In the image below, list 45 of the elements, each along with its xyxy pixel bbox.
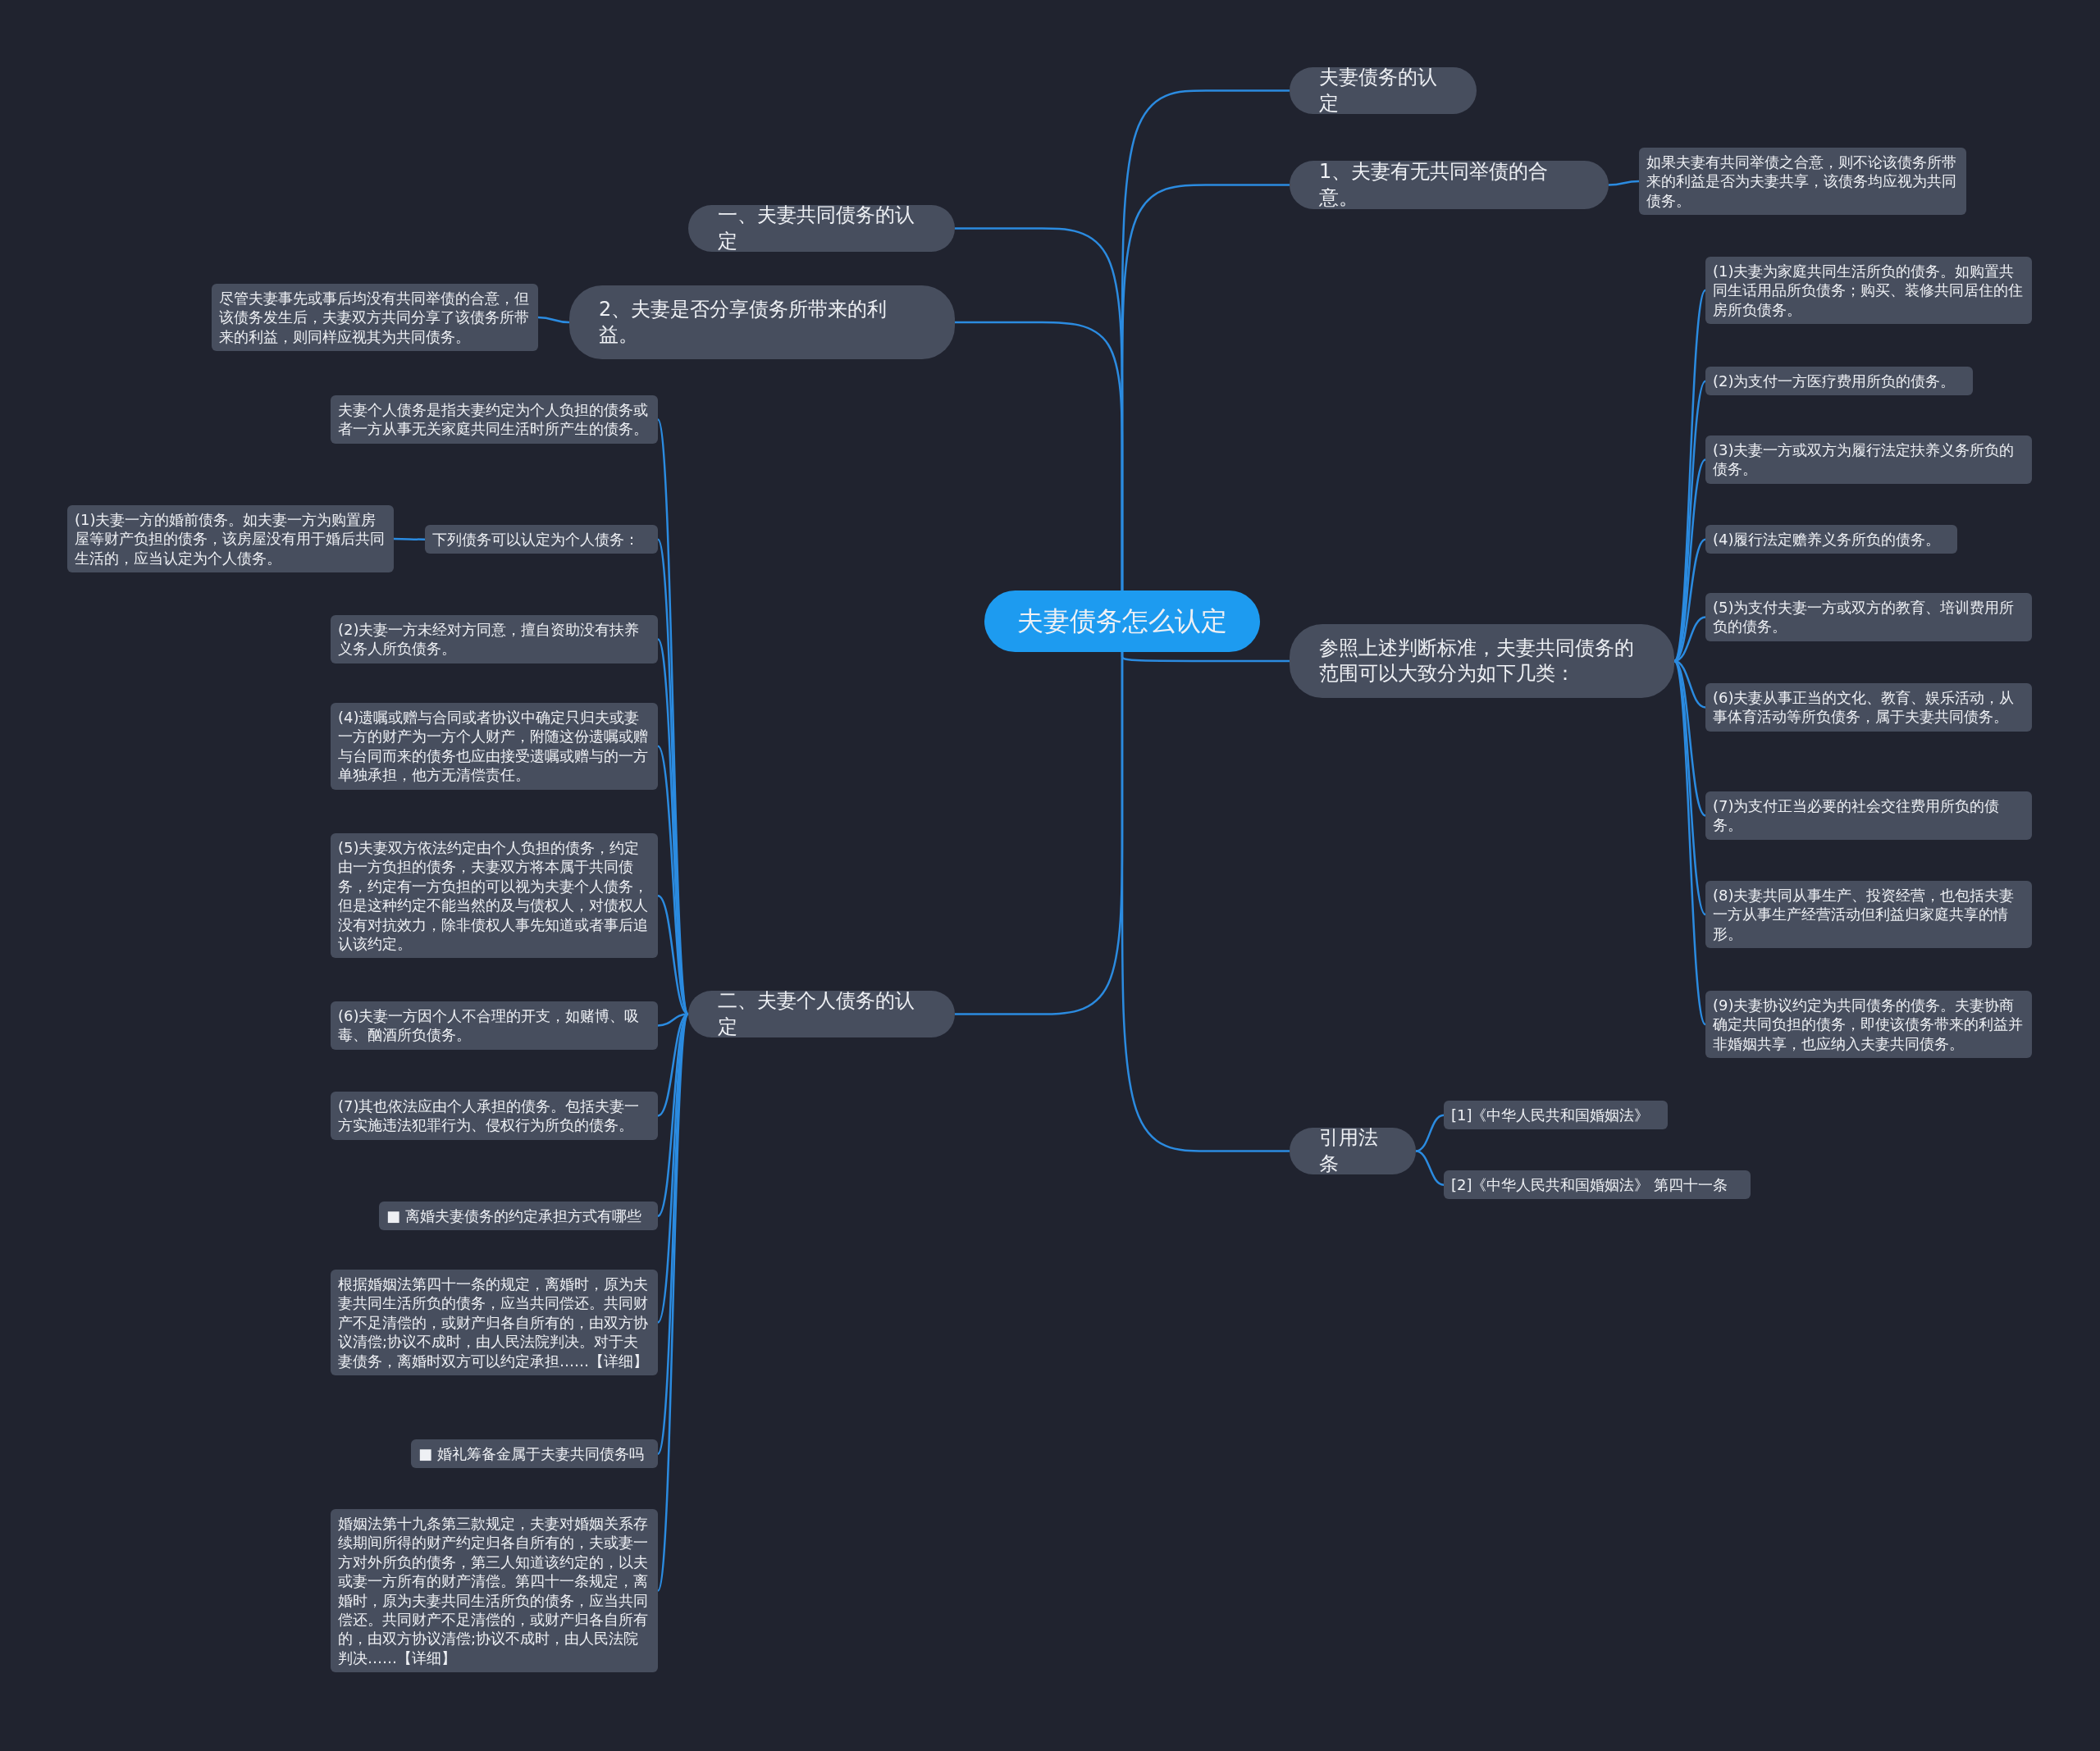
central-topic: 夫妻债务怎么认定 — [984, 591, 1260, 652]
note-box: [2]《中华人民共和国婚姻法》 第四十一条 — [1444, 1170, 1751, 1200]
note-box: ■ 婚礼筹备金属于夫妻共同债务吗 — [411, 1439, 658, 1469]
connector-line — [955, 321, 1124, 591]
connector-line — [1673, 660, 1706, 915]
connector-line — [1608, 180, 1640, 186]
note-box: (2)夫妻一方未经对方同意，擅自资助没有扶养义务人所负债务。 — [331, 615, 658, 663]
topic-node: 二、夫妻个人债务的认定 — [688, 991, 955, 1037]
connector-line — [656, 539, 690, 1015]
note-box: (1)夫妻一方的婚前债务。如夫妻一方为购置房屋等财产负担的债务，该房屋没有用于婚后共同生活的，应当认定为个人债务。 — [67, 505, 394, 573]
connector-line — [394, 537, 425, 540]
connector-line — [656, 1014, 690, 1591]
note-box: (8)夫妻共同从事生产、投资经营，也包括夫妻一方从事生产经营活动但利益归家庭共享的情形。 — [1705, 881, 2032, 949]
note-box: (4)履行法定赡养义务所负的债务。 — [1705, 525, 1957, 554]
topic-node: 2、夫妻是否分享债务所带来的利益。 — [569, 285, 955, 359]
connector-line — [537, 316, 570, 324]
note-box: (3)夫妻一方或双方为履行法定扶养义务所负的债务。 — [1705, 435, 2032, 484]
note-box: 根据婚姻法第四十一条的规定，离婚时，原为夫妻共同生活所负的债务，应当共同偿还。共同财产不足清偿的，或财产归各自所有的，由双方协议清偿;协议不成时，由人民法院判决。对于夫妻债务，离婚时双方可以约定承担……【详细】 — [331, 1270, 658, 1375]
note-box: ■ 离婚夫妻债务的约定承担方式有哪些 — [379, 1202, 658, 1231]
note-box: (5)为支付夫妻一方或双方的教育、培训费用所负的债务。 — [1705, 593, 2032, 641]
note-box: 下列债务可以认定为个人债务： — [425, 525, 658, 554]
connector-line — [1673, 381, 1707, 662]
connector-line — [1415, 1150, 1445, 1186]
note-box: (4)遗嘱或赠与合同或者协议中确定只归夫或妻一方的财产为一方个人财产，附随这份遗嘱或赠与台同而来的债务也应由接受遗嘱或赠与的一方单独承担，他方无清偿责任。 — [331, 703, 658, 790]
topic-node: 一、夫妻共同债务的认定 — [688, 205, 955, 252]
note-box: 夫妻个人债务是指夫妻约定为个人负担的债务或者一方从事无关家庭共同生活时所产生的债务。 — [331, 395, 658, 444]
note-box: (7)为支付正当必要的社会交往费用所负的债务。 — [1705, 791, 2032, 840]
topic-node: 1、夫妻有无共同举债的合意。 — [1290, 161, 1609, 209]
note-box: 如果夫妻有共同举债之合意，则不论该债务所带来的利益是否为夫妻共享，该债务均应视为共同债务。 — [1639, 148, 1966, 216]
topic-node: 夫妻债务的认定 — [1290, 67, 1477, 114]
connector-line — [1121, 652, 1290, 1152]
note-box: (6)夫妻一方因个人不合理的开支，如赌博、吸毒、酗酒所负债务。 — [331, 1001, 658, 1050]
note-box: 尽管夫妻事先或事后均没有共同举债的合意，但该债务发生后，夫妻双方共同分享了该债务所带来的利益，则同样应视其为共同债务。 — [212, 284, 538, 352]
note-box: (5)夫妻双方依法约定由个人负担的债务，约定由一方负担的债务，夫妻双方将本属于共同债务，约定有一方负担的可以视为夫妻个人债务，但是这种约定不能当然的及与债权人，对债权人没有对抗效力，除非债权人事先知道或者事后追认该约定。 — [331, 833, 658, 959]
note-box: (1)夫妻为家庭共同生活所负的债务。如购置共同生话用品所负债务；购买、装修共同居住的住房所负债务。 — [1705, 257, 2032, 325]
note-box: (9)夫妻协议约定为共同债务的债务。夫妻协商确定共同负担的债务，即使该债务带来的利益并非婚姻共享，也应纳入夫妻共同债务。 — [1705, 991, 2032, 1059]
connector-line — [1415, 1114, 1445, 1152]
topic-node: 参照上述判断标准，夫妻共同债务的范围可以大致分为如下几类： — [1290, 624, 1674, 698]
note-box: [1]《中华人民共和国婚姻法》 — [1444, 1101, 1668, 1130]
note-box: 婚姻法第十九条第三款规定，夫妻对婚姻关系存续期间所得的财产约定归各自所有的，夫或妻一方对外所负的债务，第三人知道该约定的，以夫或妻一方所有的财产清偿。第四十一条规定，离婚时，原为夫妻共同生活所负的债务，应当共同偿还。共同财产不足清偿的，或财产归各自所有的，由双方协议清偿;协议不成时，由人民法院判决……【详细】 — [331, 1509, 658, 1673]
connector-line — [1673, 660, 1707, 1025]
note-box: (7)其也依法应由个人承担的债务。包括夫妻一方实施违法犯罪行为、侵权行为所负的债务。 — [331, 1092, 658, 1140]
topic-node: 引用法条 — [1290, 1128, 1416, 1174]
note-box: (2)为支付一方医疗费用所负的债务。 — [1705, 367, 1973, 396]
note-box: (6)夫妻从事正当的文化、教育、娱乐活动，从事体育活动等所负债务，属于夫妻共同债务。 — [1705, 683, 2032, 732]
